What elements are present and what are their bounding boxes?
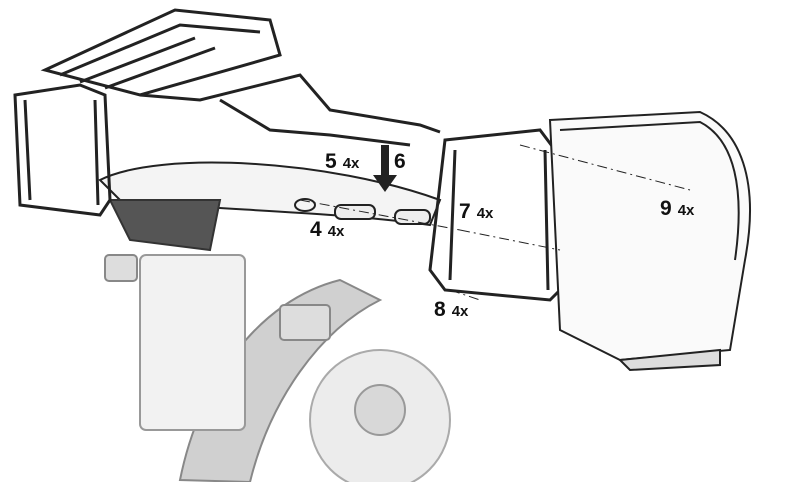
callout-part-5: 5 4x (325, 150, 359, 174)
callout-part-6: 6 (394, 150, 406, 174)
part-number: 5 (325, 150, 337, 173)
part-quantity: 4x (342, 155, 360, 172)
part-number: 7 (459, 200, 471, 223)
tail-light (108, 199, 222, 252)
part-quantity: 4x (476, 205, 494, 222)
callout-part-7: 7 4x (459, 200, 493, 224)
side-case (548, 110, 751, 362)
turn-signal-left (104, 254, 138, 282)
part-number: 9 (660, 197, 672, 220)
arrow-down-icon (373, 145, 397, 192)
license-plate (139, 254, 246, 431)
callout-part-4: 4 4x (310, 218, 344, 242)
part-quantity: 4x (451, 303, 469, 320)
part-number: 8 (434, 298, 446, 321)
right-side-frame (428, 128, 562, 302)
part-number: 6 (394, 150, 406, 173)
top-rack (40, 8, 441, 147)
part-quantity: 4x (677, 202, 695, 219)
spacer-4 (334, 204, 376, 220)
callout-part-8: 8 4x (434, 298, 468, 322)
part-quantity: 4x (327, 223, 345, 240)
turn-signal-right (279, 304, 331, 341)
callout-part-9: 9 4x (660, 197, 694, 221)
part-number: 4 (310, 218, 322, 241)
left-side-frame (13, 83, 112, 217)
